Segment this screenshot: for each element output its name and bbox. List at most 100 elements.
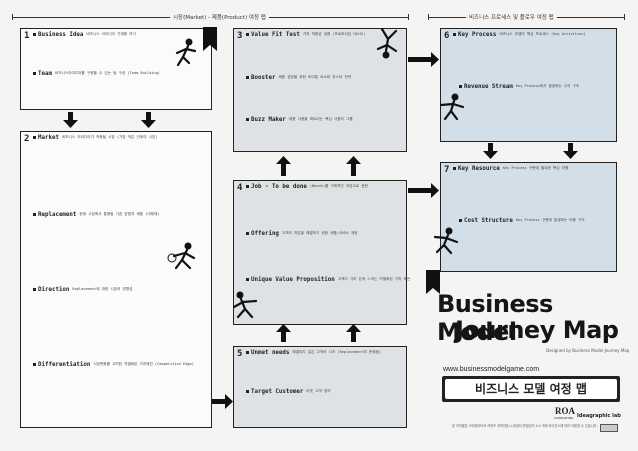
bookmark-tab [203, 27, 217, 51]
arrow-right [408, 52, 439, 67]
panel-number: 5 [237, 349, 243, 359]
item-title: Key Process [458, 32, 497, 38]
dimension-tick [428, 14, 429, 20]
item-title: Target Customer [251, 389, 304, 395]
arrow-right [212, 394, 233, 409]
item-title: Job - To be done [251, 184, 307, 190]
item-desc: 제품 성장을 위한 바이럴 요소와 부스터 전략 [278, 75, 351, 79]
market-journey-label: 시장(Market) - 제품(Product) 여정 맵 [170, 13, 269, 21]
item-title: Team [38, 71, 52, 77]
panel-number: 4 [237, 183, 243, 193]
item-desc: 비즈니스 아이디어가 적용될 시장 (가장 작은 단위의 시장) [61, 135, 158, 139]
pushing-person-icon [167, 242, 196, 270]
business-journey-label: 비즈니스 프로세스 및 플로우 여정 맵 [466, 13, 557, 21]
item-title: Unmet needs [251, 350, 290, 356]
item-title: Direction [38, 287, 70, 293]
item-desc: Key Process 구현에 발생하는 비용 구조 [515, 218, 585, 222]
title-small-note: Designed by Business Model Journey Map [546, 348, 630, 353]
item-title: Differentiation [38, 362, 91, 368]
dimension-tick [408, 14, 409, 20]
item-desc: Key Process 구현에 필요한 핵심 자원 [502, 166, 569, 170]
item-desc: 제품 사용을 퍼트리는 핵심 사용자 그룹 [288, 117, 353, 121]
item-desc: 고객이 가치 있게 느끼는 차별화된 가치 제안 [337, 277, 411, 281]
panel-4: 4 Job - To be done(Needs)를 구체적인 과업으로 표현 … [232, 180, 410, 325]
item-desc: 비즈니스 모델의 핵심 프로세스 (Key Activities) [499, 32, 586, 36]
dimension-tick [624, 14, 625, 20]
item-desc: 고객의 과업을 해결하기 위한 제품/서비스 제공 [281, 231, 358, 235]
roa-logo-sub: CONSULTING [554, 416, 574, 420]
roa-logo: ROA [555, 406, 575, 416]
panel-number: 1 [24, 31, 30, 41]
item-desc: (Needs)를 구체적인 과업으로 표현 [309, 184, 368, 188]
arrow-down [483, 143, 578, 159]
ideagraphic-logo: Ideagraphic lab [577, 413, 621, 419]
item-job-to-be-done: Job - To be done(Needs)를 구체적인 과업으로 표현 [246, 184, 368, 190]
item-title: Business Idea [38, 32, 84, 38]
korean-title: 비즈니스 모델 여정 맵 [445, 379, 617, 399]
panel-number: 2 [24, 134, 30, 144]
pulling-person-icon [232, 291, 258, 319]
item-desc: 해결되지 않은 고객의 니즈 (Replacement의 문제점) [292, 350, 381, 354]
item-desc: 비즈니스아이디어를 구현할 수 있는 팀 구성 (Team Building) [54, 71, 160, 75]
item-title: Booster [251, 75, 276, 81]
running-person-icon [433, 227, 459, 255]
website-url[interactable]: www.businessmodelgame.com [443, 366, 540, 373]
item-title: Value Fit Test [251, 32, 300, 38]
item-desc: 현재 시장에서 통용될 기존 방법과 제품 (대체재) [79, 212, 160, 216]
title-line-1: Business Model [437, 290, 553, 346]
item-desc: 시장변화를 고려한 차별화된 가치제안 (Competitive Edge) [93, 362, 194, 366]
title-line-2: Journey Map [455, 316, 619, 344]
dimension-tick [12, 14, 13, 20]
license-badge [600, 424, 618, 432]
handstand-person-icon [376, 27, 398, 59]
arrow-up [276, 156, 361, 176]
item-desc: 타겟 고객 정의 [306, 389, 331, 393]
item-desc: Key Process에서 발생하는 수익 구조 [515, 84, 580, 88]
arrow-down [63, 112, 156, 128]
item-title: Replacement [38, 212, 77, 218]
item-desc: 가치 적합성 검증 (프로토타입 테스트) [302, 32, 366, 36]
panel-number: 7 [444, 165, 450, 175]
item-title: Cost Structure [464, 218, 513, 224]
arrow-right [408, 183, 439, 198]
arrow-up [276, 324, 361, 342]
title-bookmark-tab [426, 270, 440, 294]
panel-number: 6 [444, 31, 450, 41]
copyright-note: 본 저작물은 크리에이티브 커먼즈 저작자표시-비영리-변경금지 4.0 국제 … [452, 424, 598, 428]
item-title: Market [38, 135, 59, 141]
item-title: Key Resource [458, 166, 500, 172]
item-desc: 비즈니스 아이디어 기재해 보기 [86, 32, 136, 36]
panel-number: 3 [237, 31, 243, 41]
item-title: Unique Value Proposition [251, 277, 335, 283]
item-title: Revenue Stream [464, 84, 513, 90]
walking-person-icon [439, 93, 465, 121]
running-person-icon [175, 38, 197, 67]
korean-title-banner: 비즈니스 모델 여정 맵 [442, 376, 620, 402]
item-desc: Replacement에 대한 시장의 방향성 [72, 287, 133, 291]
item-title: Offering [251, 231, 279, 237]
